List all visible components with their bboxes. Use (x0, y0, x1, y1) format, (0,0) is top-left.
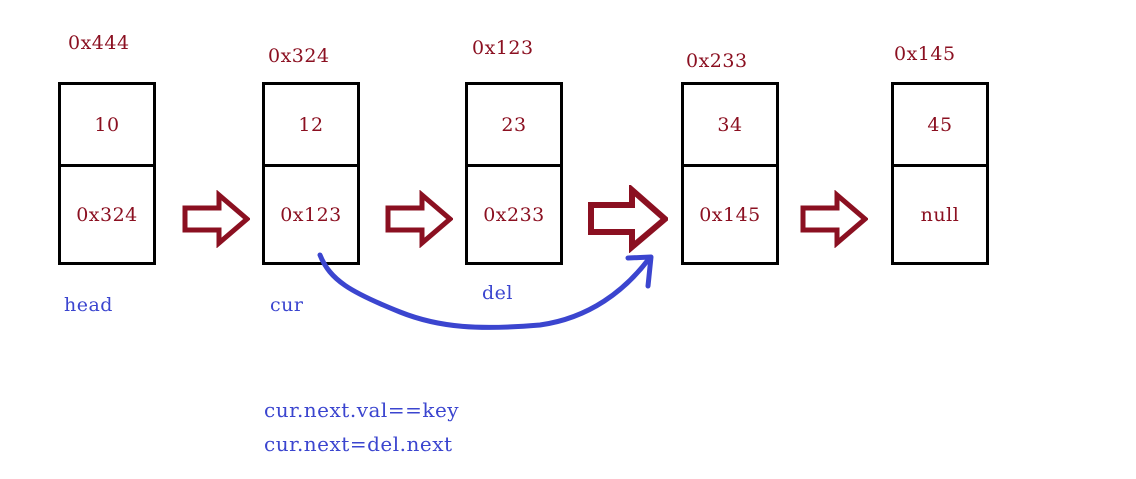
node-value-cell-4: 34 (684, 85, 776, 167)
node-value-cell-2: 12 (265, 85, 357, 167)
node-value-cell-5: 45 (894, 85, 986, 167)
list-node-5: 45 null (891, 82, 989, 265)
pointer-label-del: del (482, 282, 513, 304)
node-address-label-3: 0x123 (472, 37, 534, 59)
list-node-3: 23 0x233 (465, 82, 563, 265)
node-address-label-4: 0x233 (686, 50, 748, 72)
node-value-cell-1: 10 (61, 85, 153, 167)
link-arrow-icon-2 (385, 190, 453, 248)
pointer-label-head: head (64, 294, 113, 316)
node-next-cell-1: 0x324 (76, 203, 138, 226)
node-next-cell-5: null (920, 203, 960, 226)
pointer-label-cur: cur (270, 294, 304, 316)
node-address-label-5: 0x145 (894, 43, 956, 65)
node-address-label-2: 0x324 (268, 45, 330, 67)
link-arrow-icon-3 (588, 185, 668, 253)
link-arrow-icon-1 (182, 190, 250, 248)
list-node-4: 34 0x145 (681, 82, 779, 265)
list-node-1: 10 0x324 (58, 82, 156, 265)
node-next-cell-2: 0x123 (280, 203, 342, 226)
code-line-2: cur.next=del.next (264, 432, 453, 456)
code-line-1: cur.next.val==key (264, 398, 460, 422)
list-node-2: 12 0x123 (262, 82, 360, 265)
node-address-label-1: 0x444 (68, 32, 130, 54)
node-next-cell-4: 0x145 (699, 203, 761, 226)
link-arrow-icon-4 (800, 190, 868, 248)
node-value-cell-3: 23 (468, 85, 560, 167)
node-next-cell-3: 0x233 (483, 203, 545, 226)
